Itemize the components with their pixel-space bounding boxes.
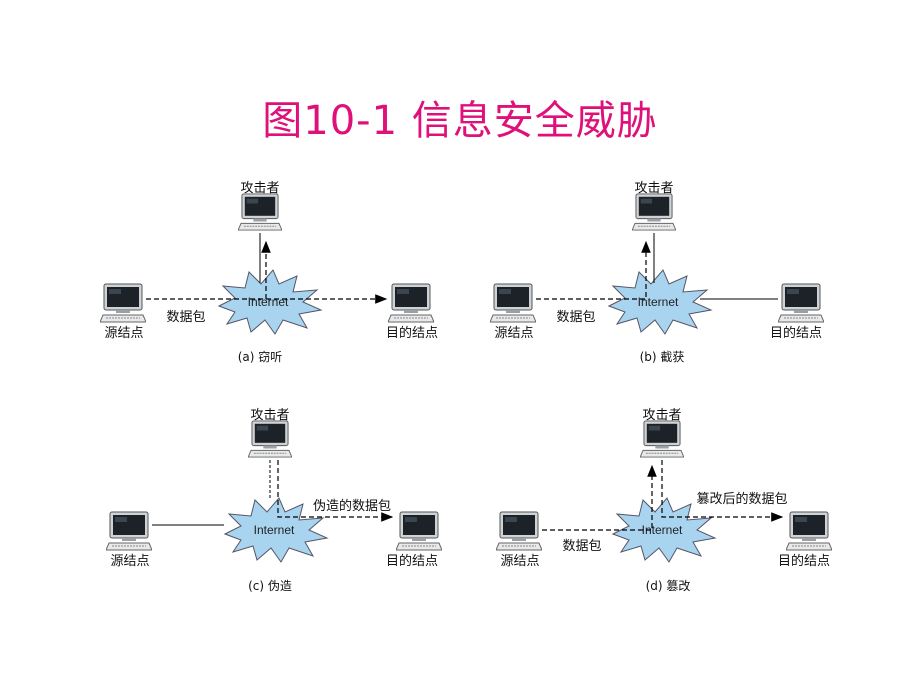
- caption-d: (d) 篡改: [646, 578, 691, 593]
- edge-label: 数据包: [556, 310, 595, 325]
- internet-label: Internet: [254, 523, 295, 537]
- destination-computer-icon: [396, 511, 442, 551]
- attacker-computer-icon: [248, 420, 292, 458]
- attacker-label: 攻击者: [250, 408, 289, 423]
- source-computer-icon: [106, 511, 152, 551]
- panel-c: Internet 攻击者 源结点 目的结点 伪造的数据包 (c) 伪造: [106, 408, 442, 593]
- internet-label: Internet: [248, 295, 289, 309]
- attacker-label: 攻击者: [642, 408, 681, 423]
- source-computer-icon: [100, 283, 146, 323]
- modified-packet-arrow: [661, 460, 784, 522]
- edge-label: 数据包: [166, 310, 205, 325]
- caption-b: (b) 截获: [640, 350, 685, 364]
- intercept-arrow: [542, 464, 657, 531]
- source-label: 源结点: [110, 554, 149, 569]
- page-title: 图10-1 信息安全威胁: [262, 98, 658, 144]
- source-computer-icon: [496, 511, 542, 551]
- destination-label: 目的结点: [386, 325, 438, 341]
- destination-label: 目的结点: [386, 553, 438, 569]
- forged-packet-arrow: [277, 460, 394, 522]
- attacker-computer-icon: [238, 193, 282, 231]
- edge-label: 伪造的数据包: [313, 498, 391, 514]
- intercept-arrow: [536, 240, 651, 300]
- destination-computer-icon: [778, 283, 824, 323]
- internet-label: Internet: [638, 295, 679, 309]
- destination-computer-icon: [786, 511, 832, 551]
- source-label: 源结点: [500, 554, 539, 569]
- source-label: 源结点: [104, 326, 143, 341]
- caption-c: (c) 伪造: [248, 579, 292, 593]
- source-computer-icon: [490, 283, 536, 323]
- destination-computer-icon: [388, 283, 434, 323]
- destination-label: 目的结点: [770, 325, 822, 341]
- edge-label: 数据包: [562, 539, 601, 554]
- edge-label-2: 篡改后的数据包: [696, 491, 787, 507]
- attacker-label: 攻击者: [240, 181, 279, 196]
- panel-a: Internet 攻击者 源结点 目的结点 数据包 (a) 窃听: [100, 181, 438, 364]
- caption-a: (a) 窃听: [238, 349, 283, 364]
- attacker-computer-icon: [640, 420, 684, 458]
- panel-d: Internet 攻击者 源结点 目的结点 数据包 篡改后的数据包 (d) 篡改: [496, 408, 832, 593]
- attacker-label: 攻击者: [634, 181, 673, 196]
- destination-label: 目的结点: [778, 553, 830, 569]
- source-label: 源结点: [494, 326, 533, 341]
- attacker-computer-icon: [632, 193, 676, 231]
- panel-b: Internet 攻击者 源结点 目的结点 数据包 (b) 截获: [490, 181, 824, 364]
